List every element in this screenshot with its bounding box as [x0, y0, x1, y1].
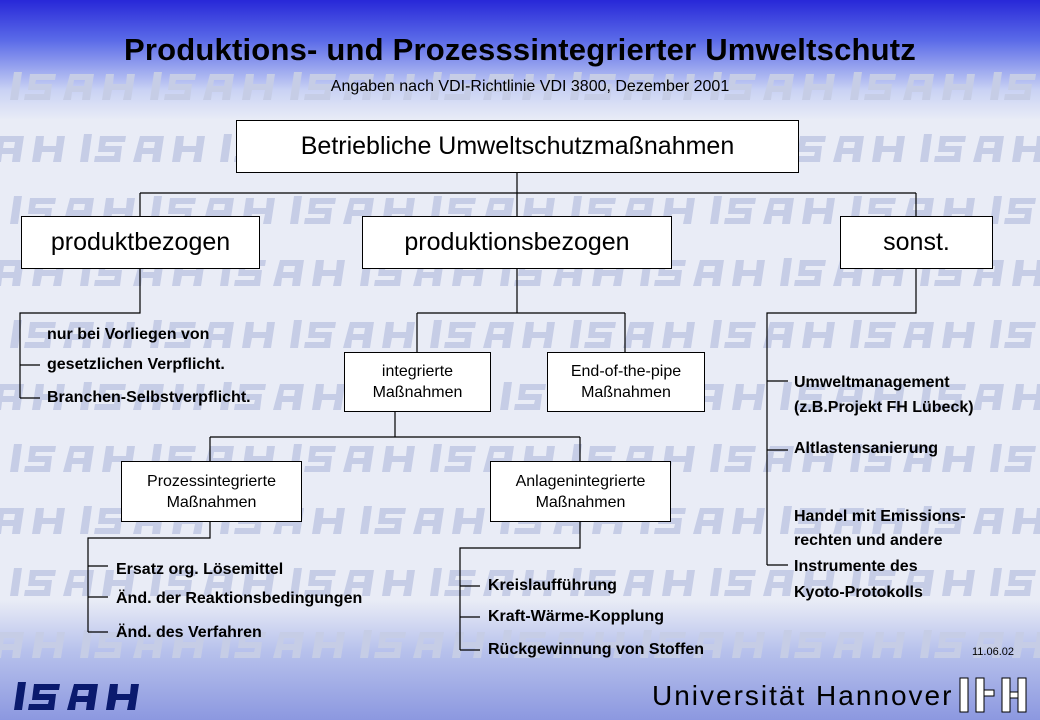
page-title: Produktions- und Prozesssintegrierter Um…	[123, 32, 917, 67]
sonst-box: sonst.	[840, 216, 993, 269]
watermark-glyph	[990, 568, 1036, 596]
watermark-glyph	[220, 630, 345, 658]
watermark-glyph	[780, 630, 905, 658]
prozessintegrierte-box: Prozessintegrierte Maßnahmen	[121, 461, 302, 522]
page-subtitle: Angaben nach VDI-Richtlinie VDI 3800, De…	[330, 78, 730, 95]
watermark-glyph	[640, 506, 765, 534]
sonst-item-2: (z.B.Projekt FH Lübeck)	[794, 399, 974, 416]
anlagenintegrierte-label-1: Anlagenintegrierte	[515, 472, 646, 490]
watermark-glyph	[850, 444, 975, 472]
watermark-glyph	[0, 508, 65, 534]
watermark-glyph	[640, 630, 765, 658]
sonst-item-7: Kyoto-Protokolls	[794, 584, 923, 601]
watermark-glyph	[500, 630, 625, 658]
integrierte-label-2: Maßnahmen	[372, 384, 463, 401]
root-box: Betriebliche Umweltschutzmaßnahmen	[236, 120, 799, 173]
ifh-logo	[959, 677, 1027, 713]
prozessintegrierte-label-2: Maßnahmen	[166, 493, 257, 511]
watermark-glyph	[430, 568, 555, 596]
watermark-glyph	[920, 506, 1040, 534]
watermark-glyph	[80, 630, 205, 658]
anlagenintegrierte-box: Anlagenintegrierte Maßnahmen	[490, 461, 671, 522]
watermark-glyph	[150, 72, 275, 100]
produktionsbezogen-box: produktionsbezogen	[362, 216, 672, 269]
anlagenintegrierte-label-2: Maßnahmen	[535, 493, 626, 511]
watermark-glyph	[710, 196, 835, 224]
watermark-glyph	[920, 630, 1040, 658]
root-label: Betriebliche Umweltschutzmaßnahmen	[300, 132, 735, 160]
produkt-item-1: nur bei Vorliegen von	[47, 326, 210, 343]
produkt-item-2: gesetzlichen Verpflicht.	[47, 356, 225, 373]
watermark-glyph	[10, 444, 135, 472]
watermark-glyph	[710, 320, 835, 348]
end-of-pipe-box: End-of-the-pipe Maßnahmen	[547, 352, 705, 412]
watermark-glyph	[920, 382, 1040, 410]
end-of-pipe-label-2: Maßnahmen	[581, 384, 671, 401]
anlagen-item-2: Kraft-Wärme-Kopplung	[488, 608, 664, 625]
end-of-pipe-label-1: End-of-the-pipe	[570, 363, 682, 380]
watermark-glyph	[570, 320, 695, 348]
watermark-glyph	[0, 260, 65, 286]
watermark-glyph	[570, 72, 695, 100]
watermark-glyph	[850, 72, 975, 100]
watermark-glyph	[290, 568, 415, 596]
integrierte-box: integrierte Maßnahmen	[344, 352, 491, 412]
isah-logo	[14, 682, 139, 710]
watermark-glyph	[780, 382, 905, 410]
sonst-label: sonst.	[883, 228, 950, 256]
watermark-glyph	[0, 384, 65, 410]
watermark-glyph	[150, 568, 275, 596]
watermark-glyph	[430, 72, 555, 100]
watermark-glyph	[290, 444, 415, 472]
watermark-glyph	[920, 134, 1040, 162]
produktbezogen-box: produktbezogen	[21, 216, 260, 269]
watermark-glyph	[0, 136, 65, 162]
prozess-item-1: Ersatz org. Lösemittel	[116, 561, 284, 578]
prozess-item-3: Änd. des Verfahren	[116, 624, 262, 641]
produktbezogen-label: produktbezogen	[50, 228, 231, 256]
sonst-item-4: Handel mit Emissions-	[794, 508, 966, 525]
watermark-glyph	[290, 72, 415, 100]
watermark-glyph	[780, 506, 905, 534]
watermark-glyph	[220, 382, 345, 410]
watermark-glyph	[710, 568, 835, 596]
sonst-item-1: Umweltmanagement	[794, 374, 950, 391]
sonst-item-3: Altlastensanierung	[794, 440, 939, 457]
watermark-glyph	[290, 320, 415, 348]
watermark-glyph	[360, 506, 485, 534]
watermark-glyph	[80, 382, 205, 410]
produktionsbezogen-label: produktionsbezogen	[404, 228, 630, 256]
anlagen-item-3: Rückgewinnung von Stoffen	[488, 641, 704, 658]
watermark-glyph	[150, 320, 275, 348]
watermark-glyph	[990, 72, 1036, 100]
watermark-glyph	[850, 568, 975, 596]
watermark-glyph	[990, 320, 1036, 348]
anlagen-item-1: Kreislaufführung	[488, 577, 617, 594]
produkt-item-3: Branchen-Selbstverpflicht.	[47, 389, 251, 406]
watermark-glyph	[430, 320, 555, 348]
university-name: Universität Hannover	[652, 680, 954, 711]
watermark-glyph	[80, 134, 205, 162]
watermark-glyph	[780, 134, 905, 162]
integrierte-label-1: integrierte	[381, 363, 454, 380]
watermark-glyph	[10, 568, 135, 596]
watermark-glyph	[0, 632, 65, 658]
watermark-glyph	[570, 568, 695, 596]
watermark-glyph	[780, 258, 905, 286]
watermark-glyph	[850, 320, 975, 348]
watermark-glyph	[10, 320, 135, 348]
prozessintegrierte-label-1: Prozessintegrierte	[147, 472, 276, 490]
sonst-item-6: Instrumente des	[794, 558, 918, 575]
watermark-glyph	[710, 444, 835, 472]
prozess-item-2: Änd. der Reaktionsbedingungen	[116, 590, 363, 607]
watermark-glyph	[10, 72, 135, 100]
slide-date: 11.06.02	[972, 646, 1015, 658]
sonst-item-5: rechten und andere	[794, 532, 943, 549]
watermark-glyph	[990, 444, 1036, 472]
watermark-glyph	[990, 196, 1036, 224]
watermark-glyph	[360, 630, 485, 658]
watermark-glyph	[710, 72, 835, 100]
